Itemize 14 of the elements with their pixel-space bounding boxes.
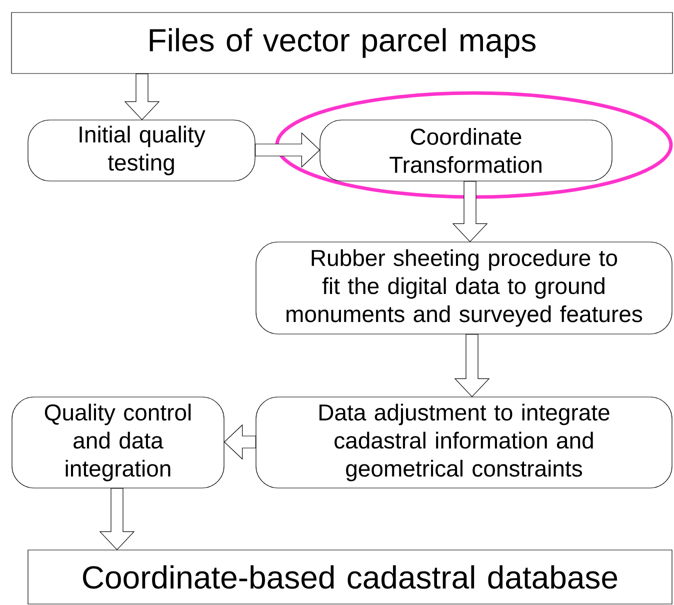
rounded-box: Data adjustment to integrate cadastral information and geometrical constraints: [256, 396, 672, 488]
rounded-box: Rubber sheeting procedure to fit the digital data to ground monuments and surveyed features: [256, 242, 672, 334]
rounded-box: Quality control and data integration: [12, 396, 224, 488]
highlight-ellipse: [275, 91, 673, 199]
block-arrow: [224, 424, 256, 460]
title-box: Files of vector parcel maps: [11, 12, 673, 74]
block-arrow: [452, 181, 488, 242]
title-box: Coordinate-based cadastral database: [28, 550, 672, 604]
block-arrow: [99, 488, 135, 550]
rounded-box: Initial quality testing: [28, 120, 256, 182]
block-arrow: [454, 334, 490, 398]
rounded-box: Coordinate Transformation: [320, 120, 612, 182]
block-arrow: [124, 74, 160, 120]
block-arrow: [255, 132, 320, 168]
